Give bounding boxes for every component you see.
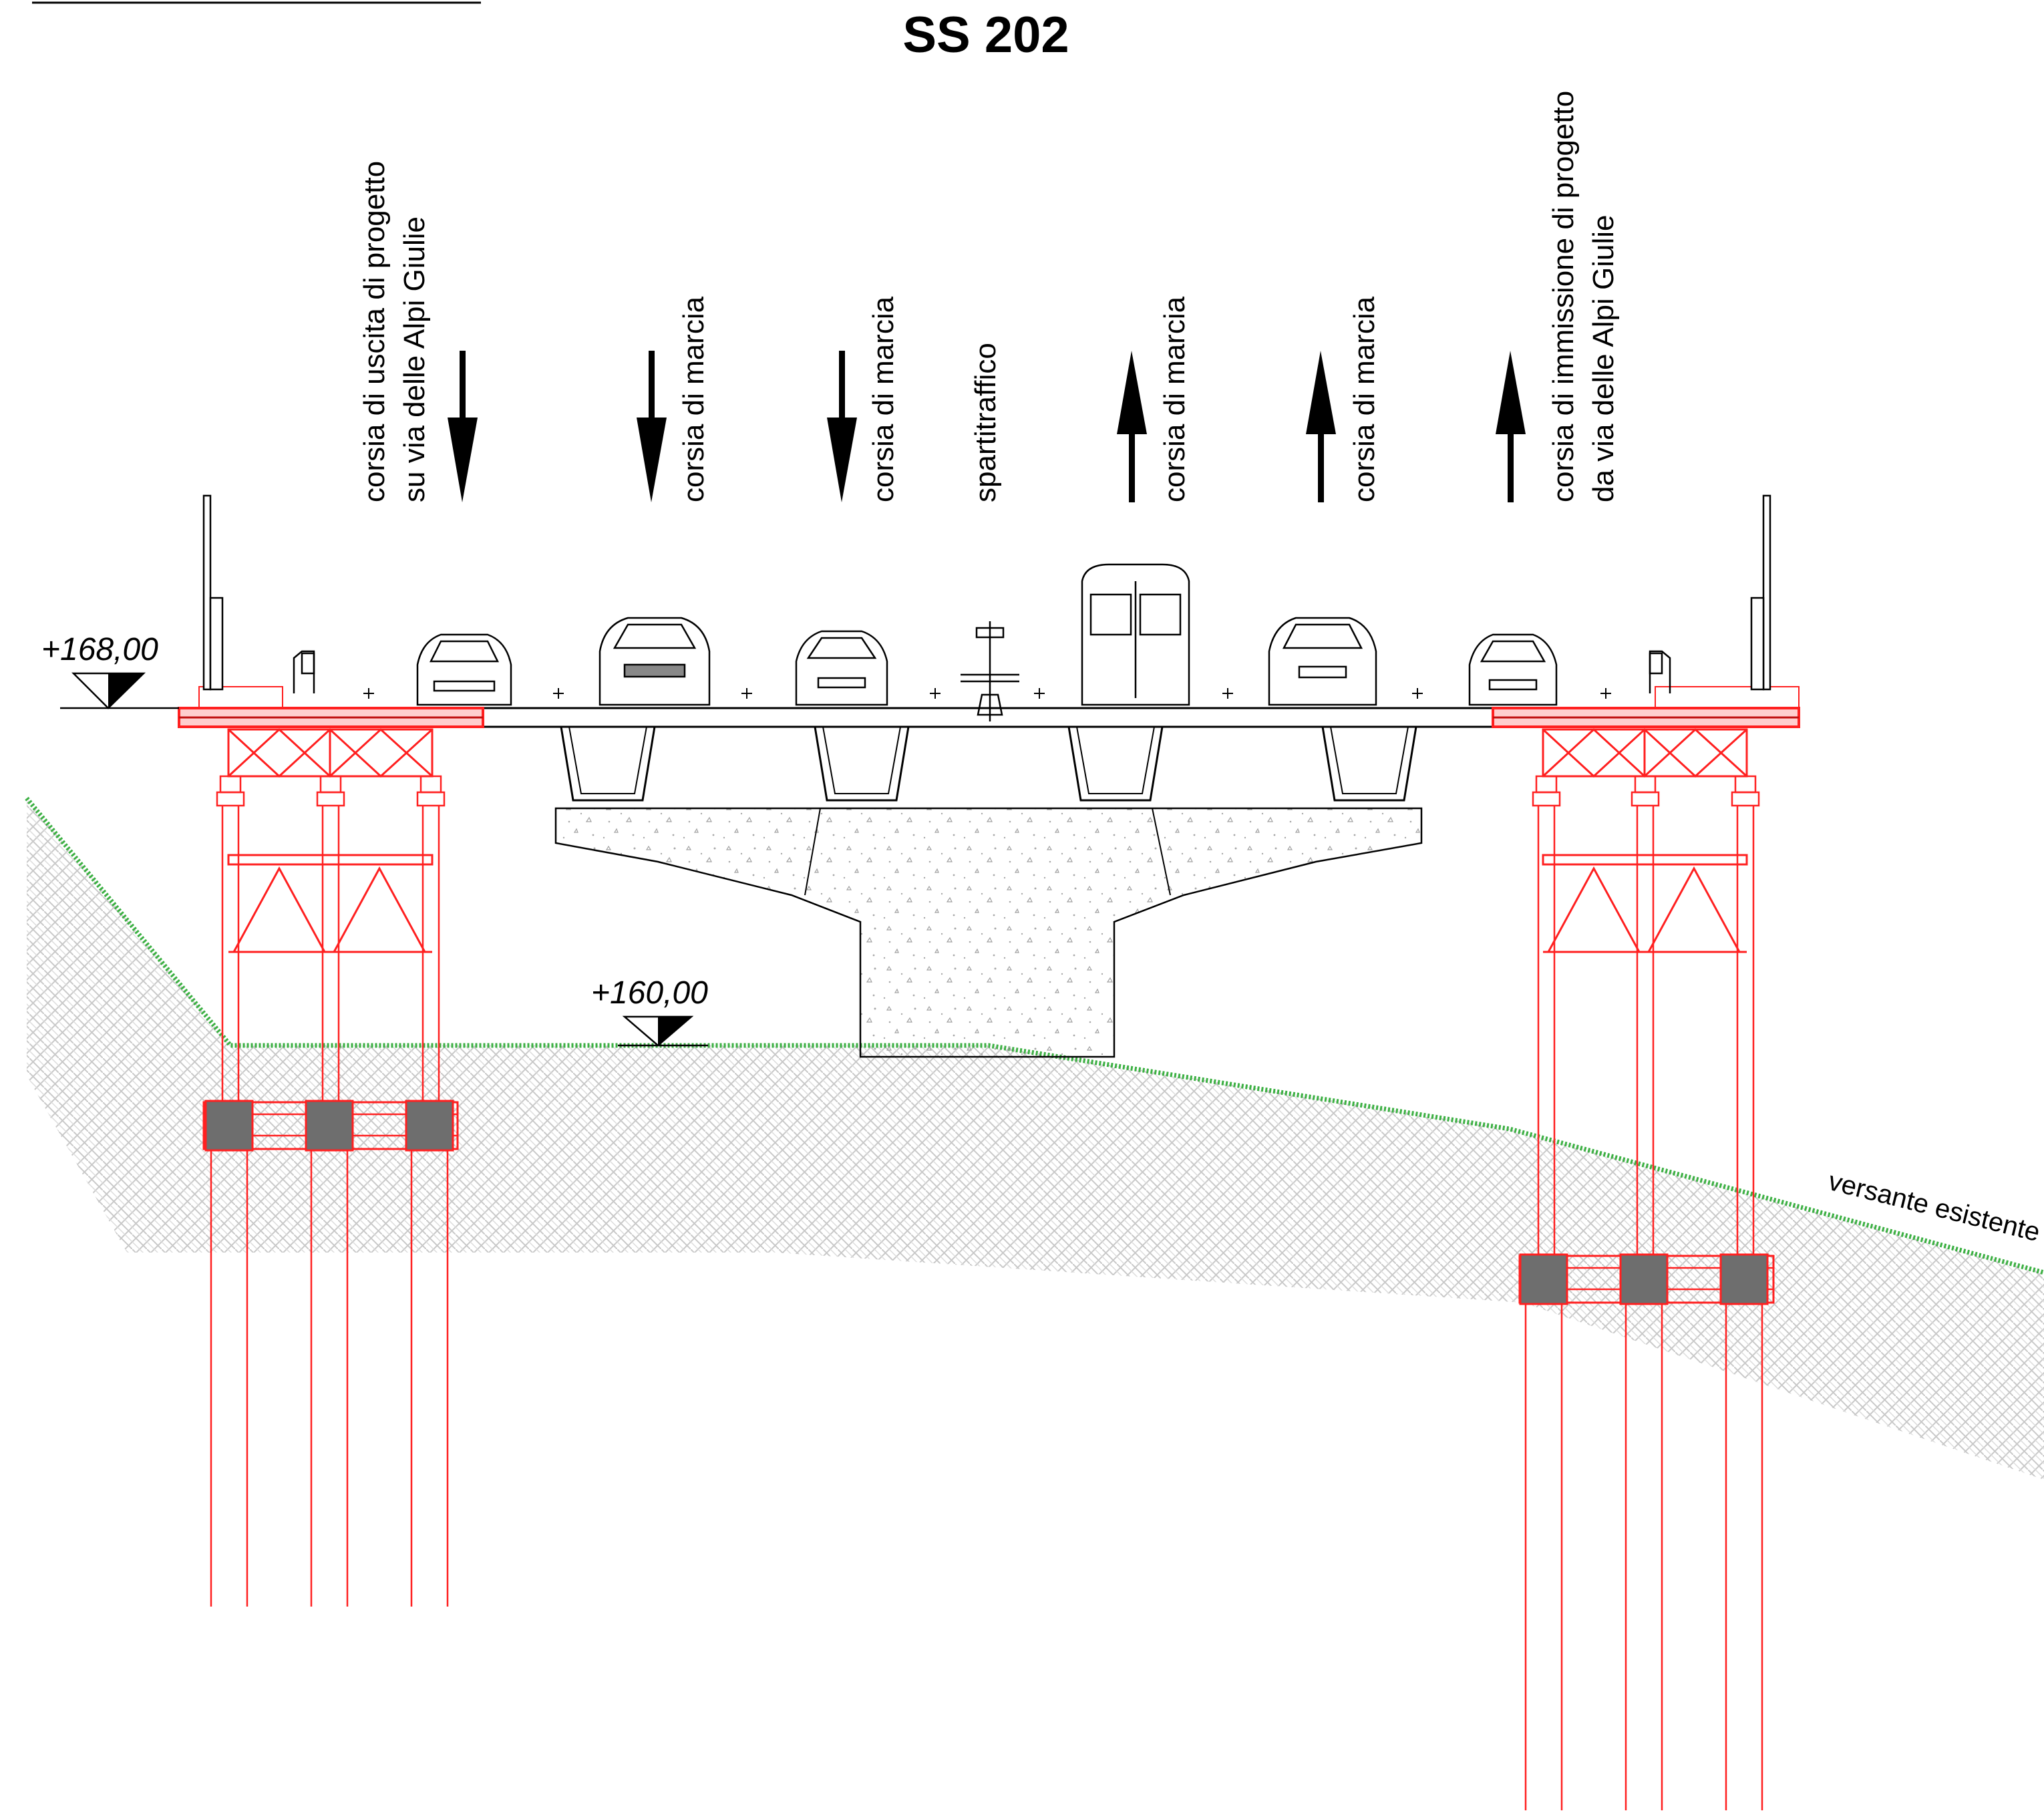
elevation-marker-deck: +168,00 bbox=[41, 632, 179, 709]
lane-label-5: corsia di marcia bbox=[1158, 296, 1191, 502]
lane-label-1-line1: corsia di uscita di progetto bbox=[358, 161, 391, 502]
concrete-pier bbox=[554, 807, 1423, 1058]
box-girders bbox=[560, 725, 1417, 802]
lane-label-6: corsia di marcia bbox=[1348, 296, 1381, 502]
lane-label-7-line1: corsia di immissione di progetto bbox=[1547, 91, 1580, 502]
arrow-down-3 bbox=[827, 351, 857, 502]
temporary-support-right bbox=[1492, 686, 1800, 1810]
soil-hatch bbox=[27, 798, 2044, 1480]
lane-label-4: spartitraffico bbox=[969, 343, 1002, 502]
edge-barrier-right bbox=[1750, 494, 1771, 691]
arrow-down-2 bbox=[637, 351, 667, 502]
vehicle-car-1 bbox=[416, 633, 512, 706]
median-barrier bbox=[961, 621, 1019, 721]
guardrail-right bbox=[1649, 650, 1671, 693]
lane-markers bbox=[363, 688, 1611, 699]
arrow-up-2 bbox=[1306, 351, 1336, 502]
lane-label-3: corsia di marcia bbox=[867, 296, 900, 502]
edge-barrier-left bbox=[202, 494, 224, 691]
elevation-deck-label: +168,00 bbox=[41, 632, 158, 667]
arrow-down-1 bbox=[448, 351, 478, 502]
drawing-title: SS 202 bbox=[902, 7, 1069, 63]
lane-label-7-line2: da via delle Alpi Giulie bbox=[1587, 215, 1620, 502]
guardrail-left bbox=[293, 650, 315, 693]
vehicle-suv-2 bbox=[1268, 617, 1377, 706]
lane-label-2: corsia di marcia bbox=[677, 296, 710, 502]
vehicle-suv-1 bbox=[599, 617, 711, 706]
arrow-up-3 bbox=[1496, 351, 1526, 502]
elevation-ground-label: +160,00 bbox=[591, 975, 708, 1011]
vehicle-car-2 bbox=[795, 630, 888, 706]
vehicle-car-3 bbox=[1468, 633, 1558, 706]
arrow-up-1 bbox=[1117, 351, 1147, 502]
elevation-marker-ground: +160,00 bbox=[591, 975, 708, 1047]
vehicle-van bbox=[1081, 563, 1190, 706]
temporary-support-left bbox=[178, 686, 484, 1607]
lane-label-1-line2: su via delle Alpi Giulie bbox=[398, 216, 431, 502]
